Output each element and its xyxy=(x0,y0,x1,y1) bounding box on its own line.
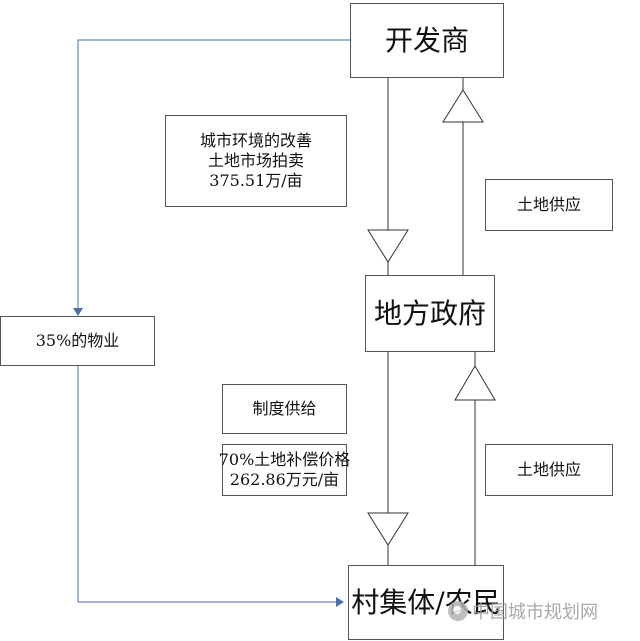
flow-line-property-to-village xyxy=(77,366,338,603)
up-triangle-village-to-government xyxy=(454,365,496,401)
developer-node: 开发商 xyxy=(350,3,504,78)
flow-line-developer-to-property xyxy=(77,39,350,310)
watermark: 中国城市规划网 xyxy=(448,598,598,624)
land-supply-top-note: 土地供应 xyxy=(485,179,613,231)
property-35-node: 35%的物业 xyxy=(0,316,155,366)
watermark-text: 中国城市规划网 xyxy=(472,602,598,623)
land-supply-bottom-note: 土地供应 xyxy=(485,444,613,496)
village-collective-label: 村集体/农民 xyxy=(351,586,501,619)
compensation-note: 70%土地补偿价格 262.86万元/亩 xyxy=(219,444,350,496)
arrowhead-to-property xyxy=(73,308,83,316)
institutional-supply-note: 制度供给 xyxy=(222,384,347,434)
local-government-node: 地方政府 xyxy=(365,275,495,352)
developer-label: 开发商 xyxy=(384,24,469,57)
wechat-logo-icon xyxy=(448,601,468,621)
up-triangle-government-to-developer xyxy=(442,89,484,123)
land-supply-top-label: 土地供应 xyxy=(516,195,581,214)
urban-improvement-line-3: 375.51万/亩 xyxy=(209,171,303,190)
compensation-line-1: 70%土地补偿价格 xyxy=(218,450,351,469)
urban-improvement-line-1: 城市环境的改善 xyxy=(199,131,312,150)
local-government-label: 地方政府 xyxy=(373,297,486,330)
urban-improvement-line-2: 土地市场拍卖 xyxy=(207,151,304,170)
compensation-line-2: 262.86万元/亩 xyxy=(229,470,340,489)
property-35-label: 35%的物业 xyxy=(35,331,120,350)
institutional-supply-label: 制度供给 xyxy=(252,399,317,418)
down-triangle-government-to-village xyxy=(367,512,409,546)
down-triangle-developer-to-government xyxy=(367,229,409,263)
urban-improvement-note: 城市环境的改善 土地市场拍卖 375.51万/亩 xyxy=(165,115,347,207)
arrowhead-to-village xyxy=(336,597,344,607)
village-collective-node: 村集体/农民 xyxy=(348,565,504,640)
land-supply-bottom-label: 土地供应 xyxy=(516,460,581,479)
